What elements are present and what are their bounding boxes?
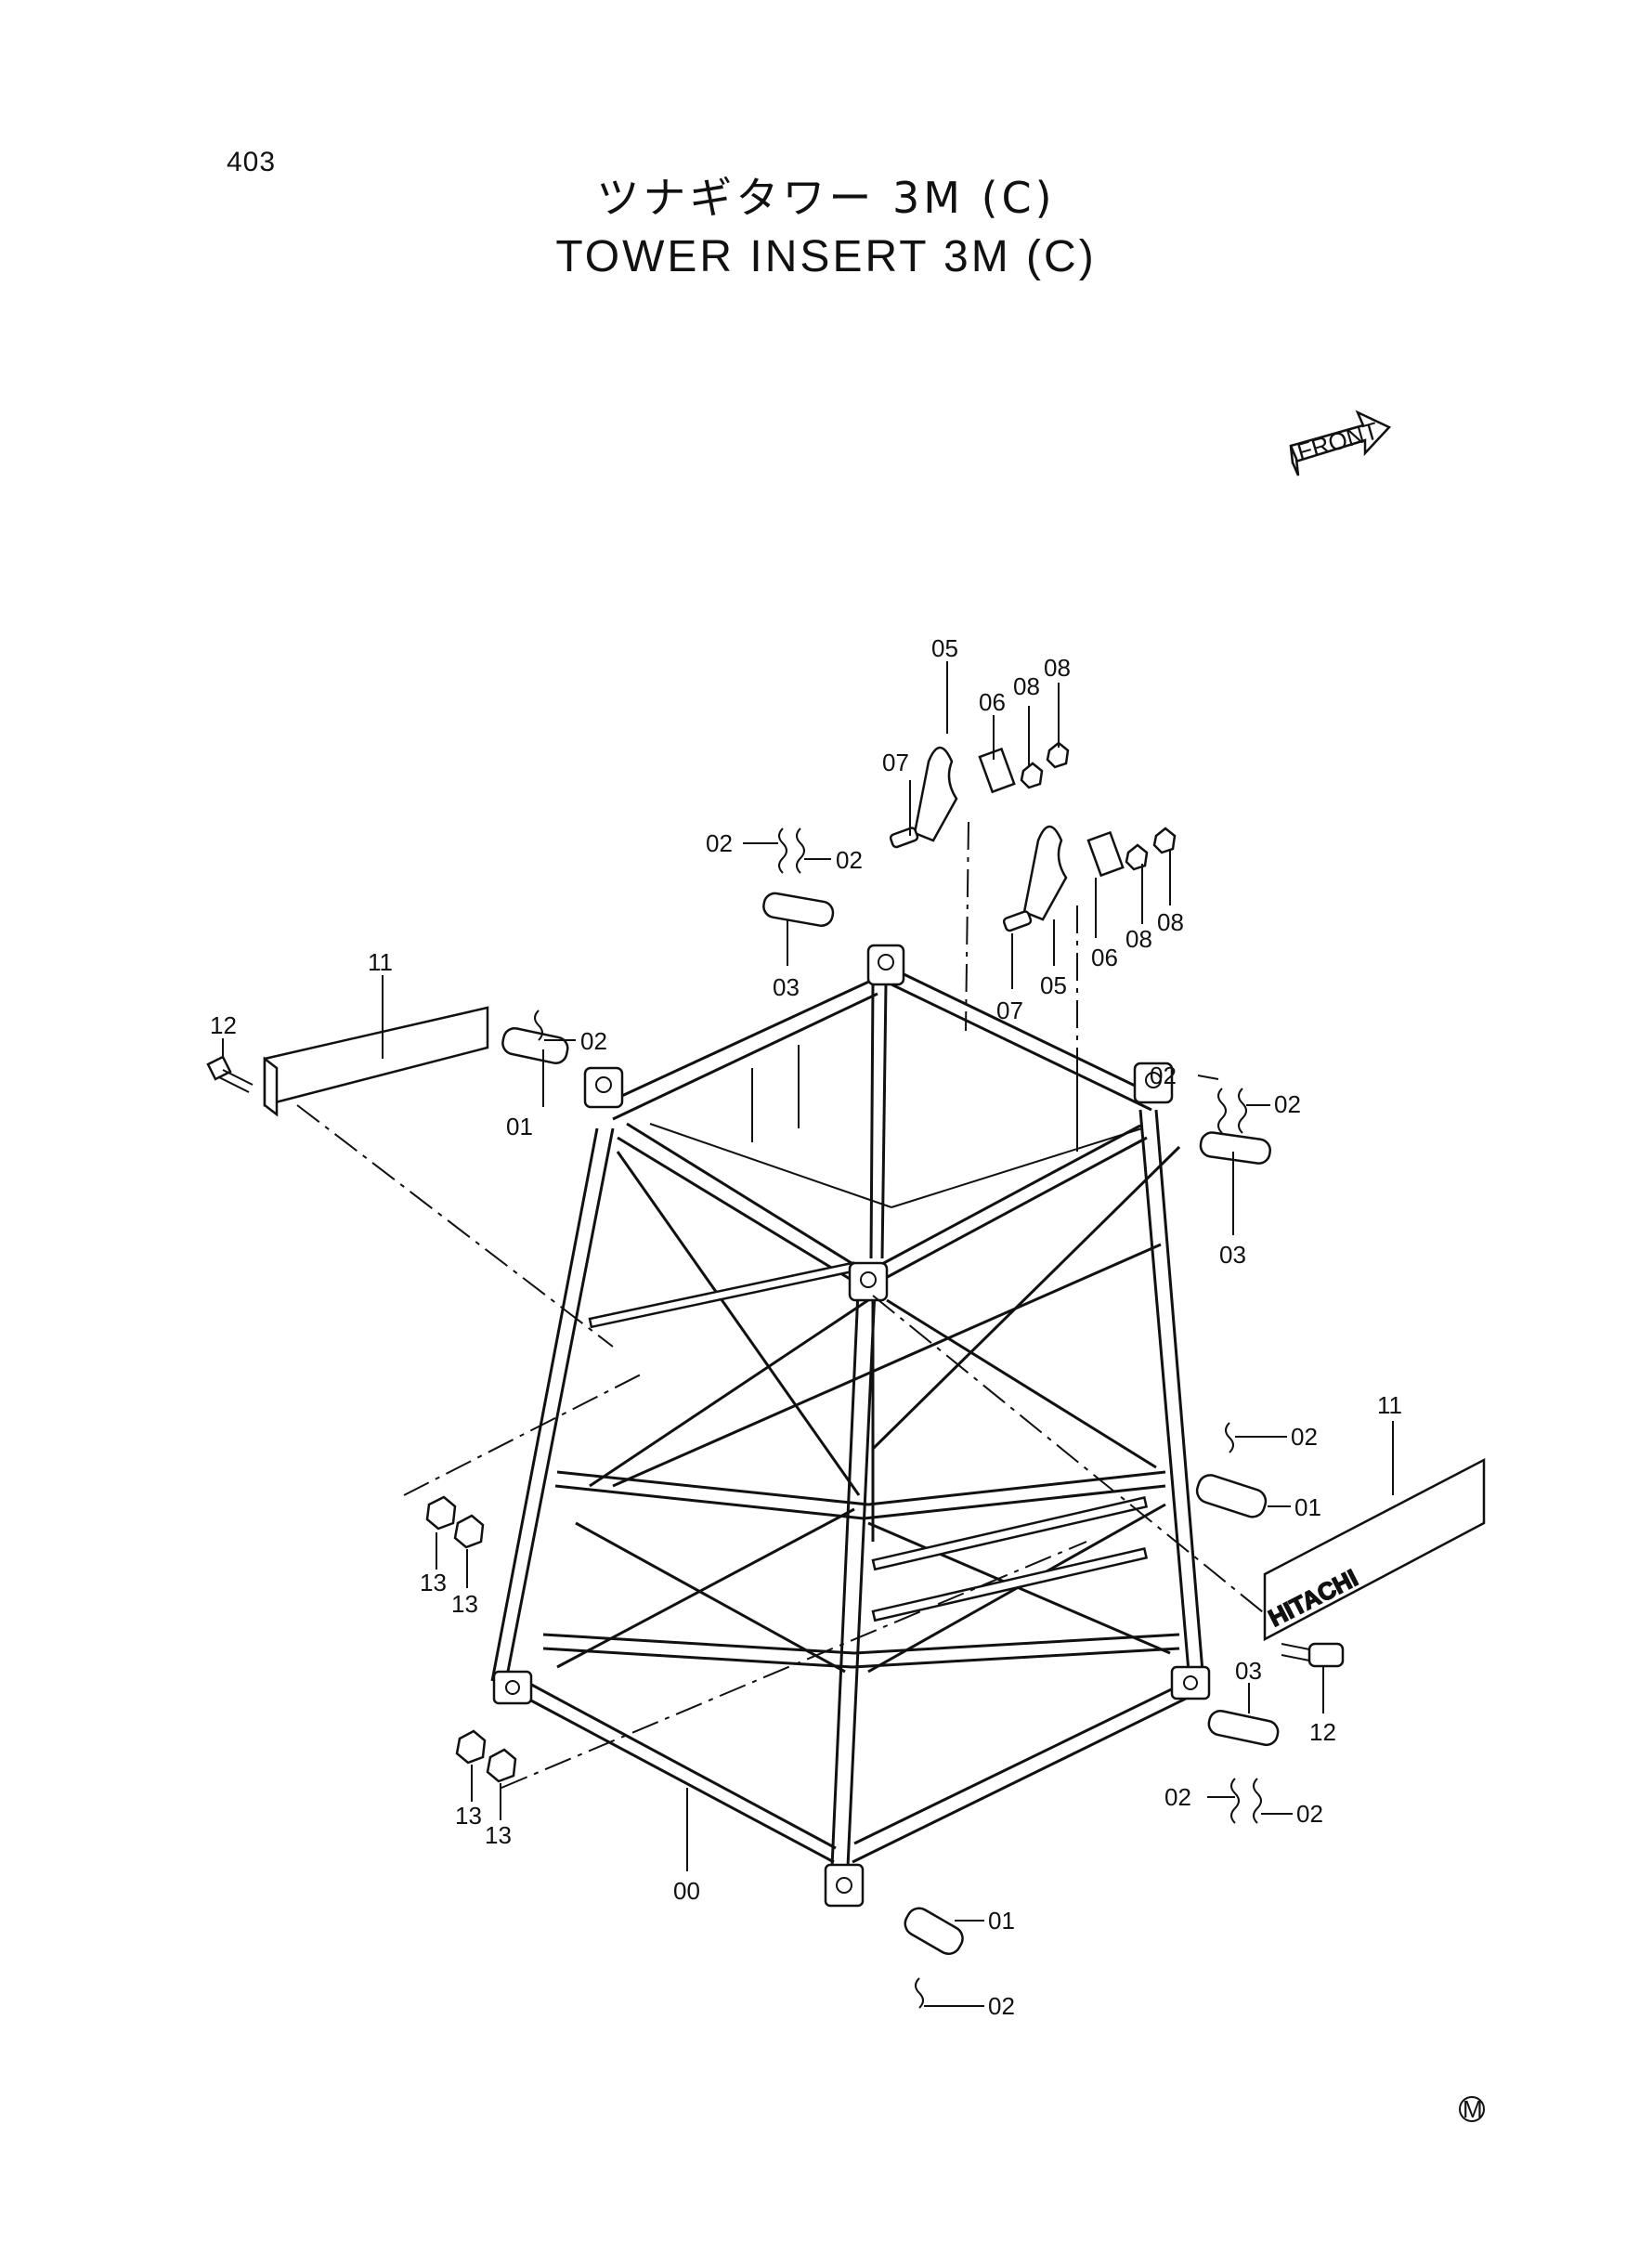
- front-arrow-label: FRONT: [1294, 416, 1381, 466]
- callout-labels: 05 06 08 08 07 02 02 03 07 05 06 08 08 1…: [210, 634, 1402, 2020]
- callout-00: 00: [673, 1877, 700, 1905]
- callout-02: 02: [1164, 1783, 1191, 1811]
- callout-01: 01: [1294, 1493, 1321, 1521]
- bolt-icon: [1281, 1642, 1345, 1668]
- callout-13: 13: [420, 1569, 447, 1596]
- callout-05: 05: [1040, 971, 1067, 999]
- pin-icon: [1195, 1474, 1268, 1518]
- callout-02: 02: [706, 829, 733, 857]
- callout-02: 02: [988, 1992, 1015, 2020]
- callout-08: 08: [1157, 908, 1184, 936]
- pin-icon: [1207, 1709, 1280, 1747]
- callout-13: 13: [455, 1802, 482, 1830]
- callout-13: 13: [485, 1821, 512, 1849]
- callout-02: 02: [836, 846, 863, 874]
- title-block: ツナギタワー 3M (C) TOWER INSERT 3M (C): [0, 169, 1652, 288]
- pin-icon: [762, 892, 835, 927]
- plate-left: [263, 1006, 489, 1117]
- page-number: 403: [227, 147, 277, 177]
- callout-02: 02: [1274, 1090, 1301, 1118]
- callout-03: 03: [1219, 1241, 1246, 1269]
- callout-11: 11: [1377, 1391, 1402, 1419]
- hitachi-plate: HITACHI: [1263, 1457, 1486, 1642]
- callout-01: 01: [988, 1907, 1015, 1935]
- callout-03: 03: [773, 973, 800, 1001]
- callout-02: 02: [1291, 1423, 1318, 1451]
- assembly-lines: [296, 821, 1268, 1789]
- pin-icon: [501, 1026, 569, 1064]
- m-mark-label: M: [1463, 2095, 1483, 2123]
- callout-12: 12: [1309, 1718, 1336, 1746]
- clamp-assembly-icon: [889, 741, 1177, 932]
- pin-icon: [904, 1907, 964, 1955]
- tower-frame: [490, 944, 1211, 1908]
- callout-05: 05: [931, 634, 958, 662]
- callout-08: 08: [1044, 654, 1071, 682]
- callout-02: 02: [1296, 1800, 1323, 1828]
- lock-pin-icon: [534, 827, 1262, 2009]
- callout-03: 03: [1235, 1657, 1262, 1685]
- m-mark-icon: M: [1459, 2095, 1485, 2123]
- title-english: TOWER INSERT 3M (C): [555, 232, 1097, 281]
- callout-07: 07: [996, 997, 1023, 1024]
- pin-icon: [1199, 1131, 1271, 1165]
- callout-02: 02: [1150, 1062, 1177, 1089]
- leader-lines: [222, 661, 1394, 2007]
- callout-12: 12: [210, 1011, 237, 1039]
- callout-11: 11: [368, 948, 393, 976]
- callout-08: 08: [1125, 925, 1152, 953]
- callout-02: 02: [580, 1027, 607, 1055]
- callout-08: 08: [1013, 672, 1040, 700]
- bolt-icon: [206, 1055, 254, 1093]
- title-japanese: ツナギタワー 3M (C): [596, 173, 1056, 223]
- callout-13: 13: [451, 1590, 478, 1618]
- front-arrow-icon: FRONT: [1289, 410, 1392, 476]
- callout-07: 07: [882, 749, 909, 776]
- nut-icon: [425, 1495, 517, 1783]
- callout-06: 06: [1091, 944, 1118, 971]
- callout-06: 06: [979, 688, 1006, 716]
- callout-01: 01: [506, 1113, 533, 1140]
